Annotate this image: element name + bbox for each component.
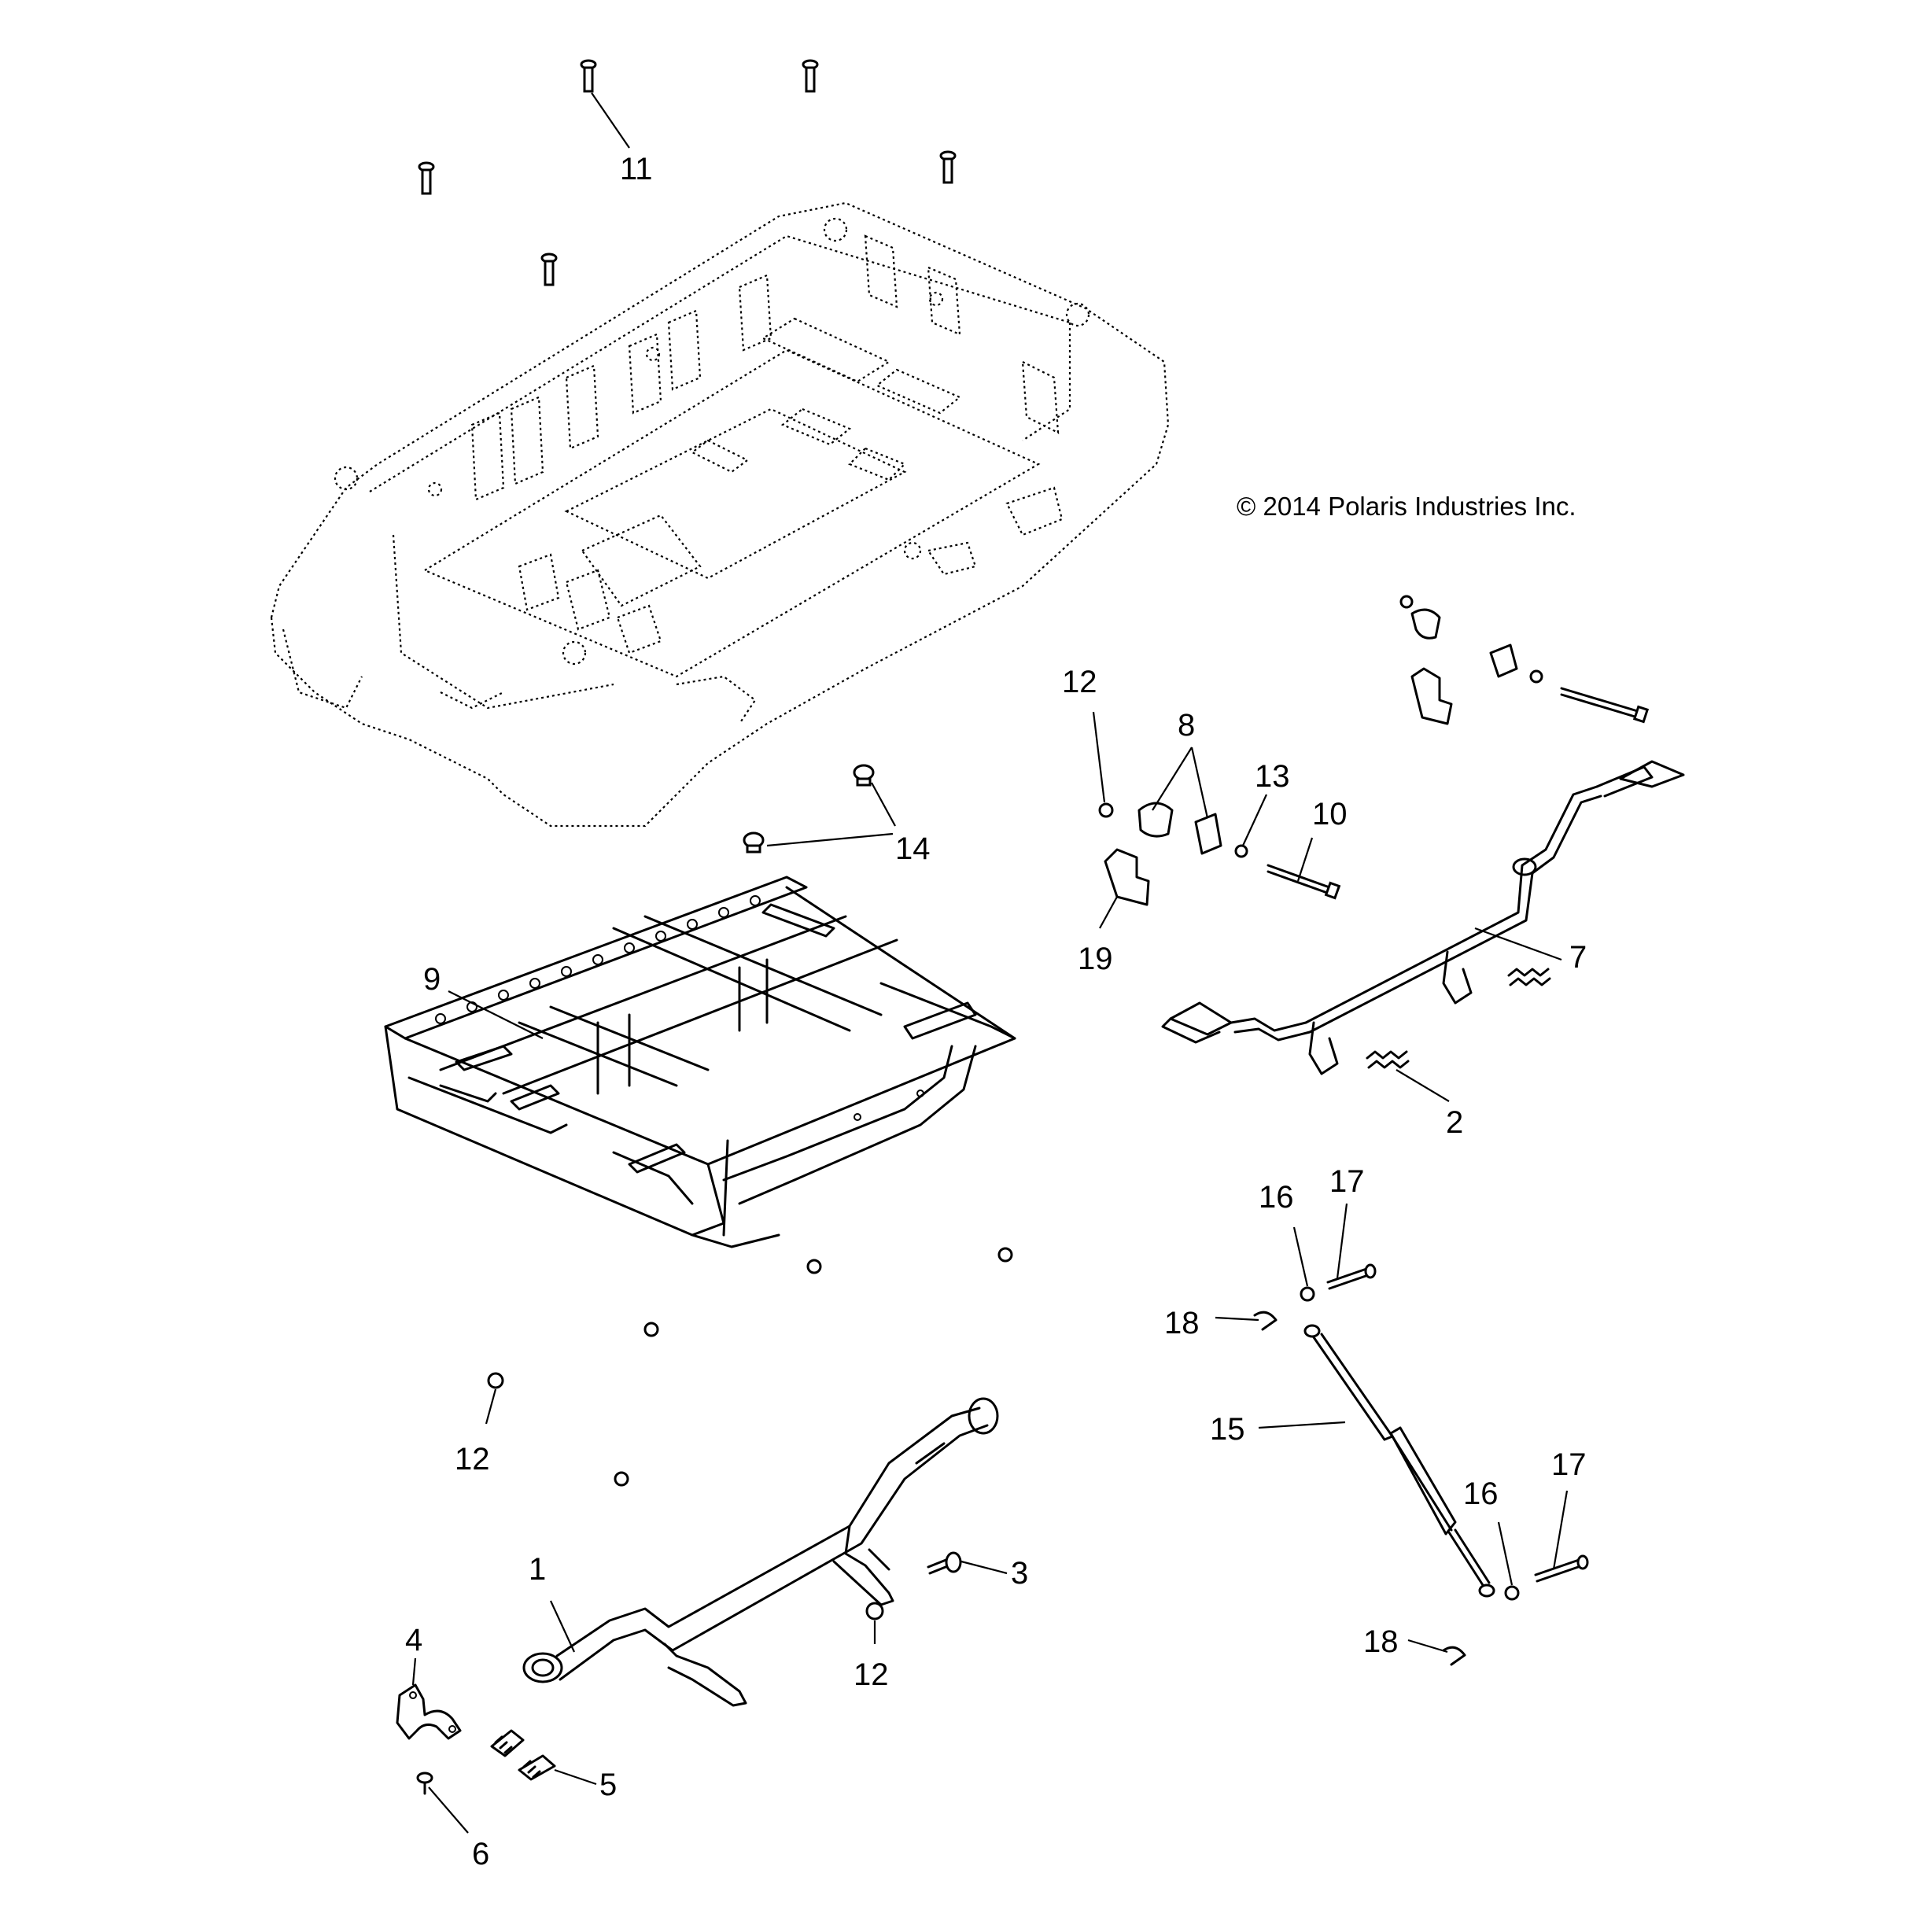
- part-17-pin-upper: [1326, 1263, 1377, 1290]
- part-7-latch-rod: [1161, 760, 1685, 1075]
- leader-15: [1258, 1421, 1346, 1429]
- leader-8b: [1190, 747, 1209, 819]
- callout-12-top: 12: [1062, 665, 1097, 699]
- leader-8a: [1152, 747, 1193, 811]
- callout-16-upper: 16: [1259, 1180, 1294, 1215]
- callout-12-left: 12: [455, 1442, 490, 1477]
- part-2-springs: [1366, 968, 1551, 1069]
- callout-6: 6: [472, 1837, 489, 1871]
- callout-5: 5: [599, 1768, 617, 1802]
- leader-2: [1396, 1069, 1450, 1102]
- callout-12-bottom: 12: [854, 1657, 889, 1692]
- part-1-tube: [522, 1397, 999, 1707]
- leader-16-lower: [1497, 1521, 1514, 1586]
- callout-10: 10: [1312, 797, 1348, 831]
- callout-3: 3: [1011, 1556, 1028, 1591]
- leader-14b: [871, 782, 896, 827]
- leader-3: [960, 1560, 1008, 1575]
- leader-11: [591, 92, 630, 149]
- latch-hardware-upper: [1399, 595, 1650, 725]
- leader-19: [1099, 896, 1118, 929]
- part-5-clips: [490, 1729, 556, 1781]
- leader-6: [428, 1786, 469, 1834]
- callout-16-lower: 16: [1463, 1477, 1499, 1511]
- part-11-screws: [418, 59, 957, 286]
- part-10-pin: [1266, 864, 1341, 900]
- part-18-clip-upper: [1253, 1311, 1278, 1331]
- callout-17-lower: 17: [1551, 1447, 1587, 1482]
- cargo-box: [270, 201, 1170, 828]
- part-16-washer-lower: [1504, 1585, 1520, 1601]
- part-13-washer: [1234, 844, 1248, 858]
- leader-10: [1296, 837, 1314, 882]
- callout-2: 2: [1446, 1105, 1463, 1140]
- callout-19: 19: [1078, 942, 1113, 976]
- part-12-nuts: [487, 802, 1114, 1620]
- callout-15: 15: [1210, 1412, 1245, 1447]
- part-18-clip-lower: [1442, 1646, 1466, 1666]
- part-8-clamps: [1137, 802, 1222, 855]
- callout-8: 8: [1178, 708, 1195, 743]
- callout-11: 11: [620, 152, 653, 186]
- part-14-bumpers: [743, 764, 875, 854]
- leader-9: [448, 990, 544, 1039]
- callout-18-lower: 18: [1363, 1624, 1399, 1659]
- callout-7: 7: [1569, 940, 1587, 975]
- part-9-frame: [384, 876, 1016, 1248]
- callout-14: 14: [895, 831, 931, 866]
- leader-4: [411, 1657, 417, 1686]
- leader-1: [550, 1600, 575, 1653]
- leader-17-upper: [1336, 1203, 1348, 1279]
- callout-9: 9: [423, 962, 441, 997]
- leader-13: [1242, 794, 1267, 846]
- part-3-bolt: [927, 1551, 962, 1575]
- leader-12-left: [485, 1388, 497, 1425]
- callout-13: 13: [1255, 759, 1290, 794]
- part-4-clamp: [396, 1683, 462, 1740]
- leader-7: [1474, 927, 1562, 961]
- leader-5: [554, 1768, 597, 1786]
- part-15-gas-strut: [1303, 1324, 1495, 1598]
- leader-18-lower: [1407, 1639, 1448, 1654]
- part-17-pin-lower: [1534, 1554, 1589, 1583]
- part-6-screw: [416, 1772, 433, 1795]
- leader-12-top: [1092, 711, 1106, 803]
- callout-4: 4: [405, 1623, 422, 1657]
- part-19-bracket: [1104, 848, 1150, 906]
- leader-16-upper: [1292, 1226, 1309, 1287]
- callout-18-upper: 18: [1164, 1306, 1200, 1340]
- leader-18-upper: [1215, 1316, 1259, 1322]
- leader-14a: [766, 832, 894, 847]
- leader-17-lower: [1552, 1490, 1569, 1570]
- callout-17-upper: 17: [1329, 1164, 1365, 1199]
- callout-1: 1: [529, 1552, 546, 1587]
- copyright-text: © 2014 Polaris Industries Inc.: [1237, 492, 1576, 521]
- part-16-washer-upper: [1300, 1286, 1315, 1302]
